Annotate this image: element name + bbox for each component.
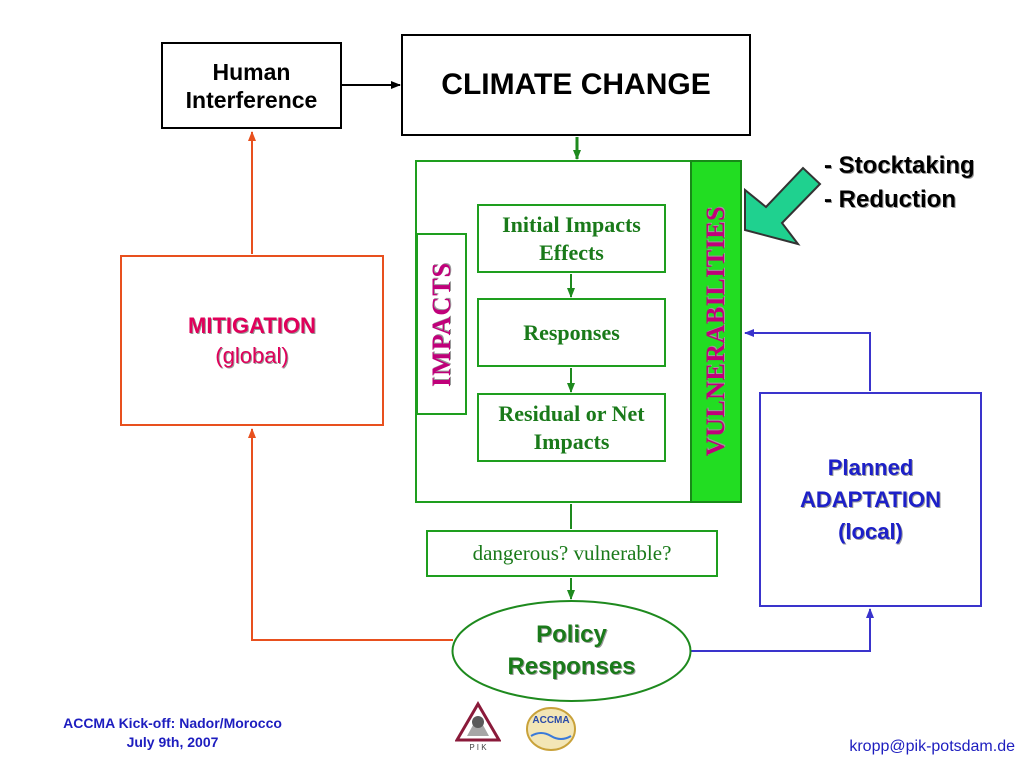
impacts-tab: IMPACTS — [416, 233, 467, 415]
responses-box: Responses — [477, 298, 666, 367]
residual-impacts-label: Residual or Net Impacts — [498, 400, 645, 454]
initial-impacts-box: Initial Impacts Effects — [477, 204, 666, 273]
footer-event-title: ACCMA Kick-off: Nador/Morocco — [63, 715, 282, 731]
arrow-policy-to-adaptation — [689, 608, 874, 652]
accma-logo: ACCMA — [526, 707, 576, 751]
adaptation-line1: Planned — [827, 454, 914, 480]
footer-event-date: July 9th, 2007 — [126, 734, 219, 750]
policy-line2: Responses — [507, 653, 635, 680]
mitigation-title: MITIGATION — [188, 312, 316, 338]
mitigation-box: MITIGATION (global) — [120, 255, 384, 426]
climate-change-label: CLIMATE CHANGE — [441, 68, 711, 101]
impacts-label: IMPACTS — [426, 261, 456, 387]
residual-impacts-box: Residual or Net Impacts — [477, 393, 666, 462]
stocktaking-item: - Stocktaking — [824, 152, 975, 179]
vulnerabilities-bar: VULNERABILITIES — [690, 160, 742, 503]
policy-responses-ellipse: Policy Responses — [451, 600, 692, 702]
arrow-adaptation-to-vulnerabilities — [744, 329, 871, 391]
stocktaking-list: - Stocktaking - Reduction — [824, 149, 1014, 217]
callout-arrow — [744, 166, 822, 246]
footer-email[interactable]: kropp@pik-potsdam.de — [849, 738, 1015, 755]
initial-impacts-label: Initial Impacts Effects — [502, 211, 641, 265]
responses-label: Responses — [523, 319, 620, 345]
reduction-item: - Reduction — [824, 186, 956, 213]
accma-logo-text: ACCMA — [532, 715, 569, 726]
adaptation-line3: (local) — [838, 518, 903, 544]
dangerous-vulnerable-box: dangerous? vulnerable? — [426, 530, 718, 577]
human-interference-box: Human Interference — [161, 42, 342, 129]
policy-line1: Policy — [536, 621, 607, 648]
human-interference-label: Human Interference — [185, 58, 318, 113]
dangerous-vulnerable-label: dangerous? vulnerable? — [472, 541, 672, 565]
planned-adaptation-box: Planned ADAPTATION (local) — [759, 392, 982, 607]
pik-logo-text: P I K — [469, 743, 487, 752]
footer-event: ACCMA Kick-off: Nador/Morocco July 9th, … — [40, 714, 305, 752]
pik-logo: P I K — [455, 701, 501, 752]
mitigation-subtitle: (global) — [215, 342, 289, 368]
vulnerabilities-label: VULNERABILITIES — [701, 206, 730, 457]
adaptation-line2: ADAPTATION — [800, 486, 941, 512]
climate-change-box: CLIMATE CHANGE — [401, 34, 751, 136]
arrow-policy-to-mitigation — [248, 428, 453, 641]
